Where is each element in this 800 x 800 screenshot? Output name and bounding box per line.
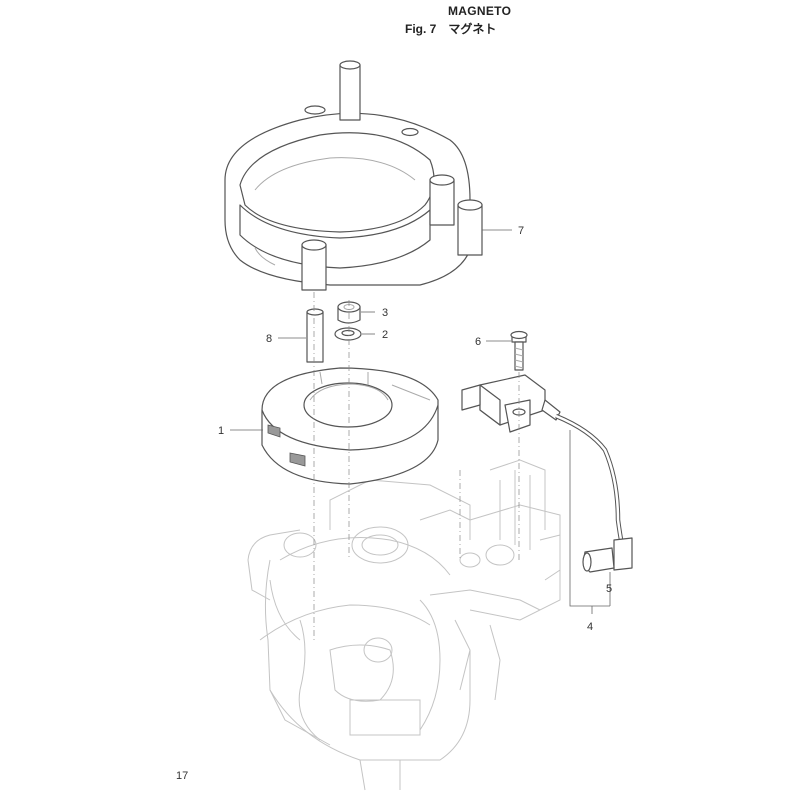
page-number: 17 [176, 770, 189, 782]
callout-3: 3 [382, 307, 388, 319]
figure-number: Fig. 7 [405, 22, 437, 36]
ignition-coil-drawing [461, 374, 561, 433]
callout-labels: 1 2 3 4 5 6 7 8 [218, 225, 612, 633]
figure-title-jp: マグネト [448, 22, 497, 36]
callout-8: 8 [266, 333, 272, 345]
bolt-drawing [510, 330, 528, 371]
callout-1: 1 [218, 425, 224, 437]
alignment-lines [313, 292, 520, 640]
washer-drawing [334, 327, 362, 341]
callout-4: 4 [587, 621, 593, 633]
figure-subtitle: Fig. 7 マグネト [405, 20, 508, 37]
collar-drawing [306, 308, 324, 363]
callout-2: 2 [382, 329, 388, 341]
callout-6: 6 [475, 336, 481, 348]
page-title: MAGNETO [448, 4, 512, 18]
engine-block-drawing [247, 459, 561, 791]
magneto-base-drawing [224, 60, 483, 291]
plug-cap-drawing [582, 537, 633, 573]
leader-lines [230, 229, 611, 614]
flywheel-rotor-drawing [261, 367, 439, 485]
callout-5: 5 [606, 583, 612, 595]
callout-7: 7 [518, 225, 524, 237]
high-tension-cord-drawing [555, 413, 625, 546]
